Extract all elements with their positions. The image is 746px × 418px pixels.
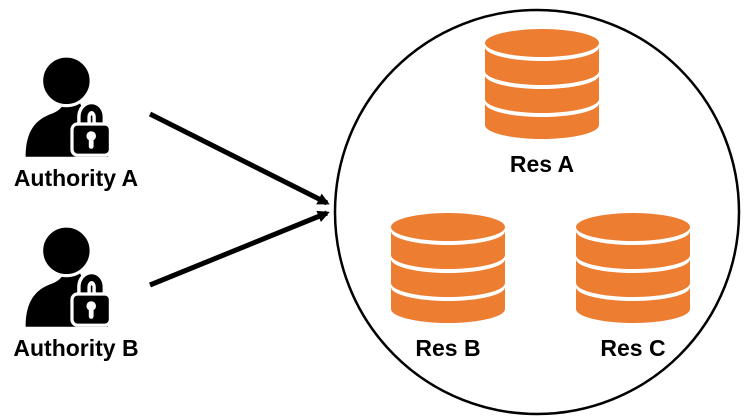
database-icon bbox=[388, 212, 508, 328]
person-with-padlock-icon bbox=[20, 214, 132, 334]
database-icon bbox=[482, 28, 602, 144]
person-with-padlock-icon bbox=[20, 44, 132, 164]
database-icon bbox=[573, 212, 693, 328]
resource-a-label: Res A bbox=[509, 151, 575, 177]
resource-b-label: Res B bbox=[415, 335, 481, 361]
authority-b-node: Authority B bbox=[2, 214, 150, 361]
authority-a-label: Authority A bbox=[13, 165, 139, 191]
resource-c-label: Res C bbox=[600, 335, 666, 361]
authority-b-label: Authority B bbox=[13, 335, 139, 361]
resource-domain-circle bbox=[333, 8, 741, 416]
arrow-authority-b bbox=[149, 210, 330, 288]
resource-b-node: Res B bbox=[388, 212, 508, 361]
resource-a-node: Res A bbox=[482, 28, 602, 177]
arrow-authority-a bbox=[148, 111, 330, 206]
resource-c-node: Res C bbox=[573, 212, 693, 361]
authority-a-node: Authority A bbox=[2, 44, 150, 191]
